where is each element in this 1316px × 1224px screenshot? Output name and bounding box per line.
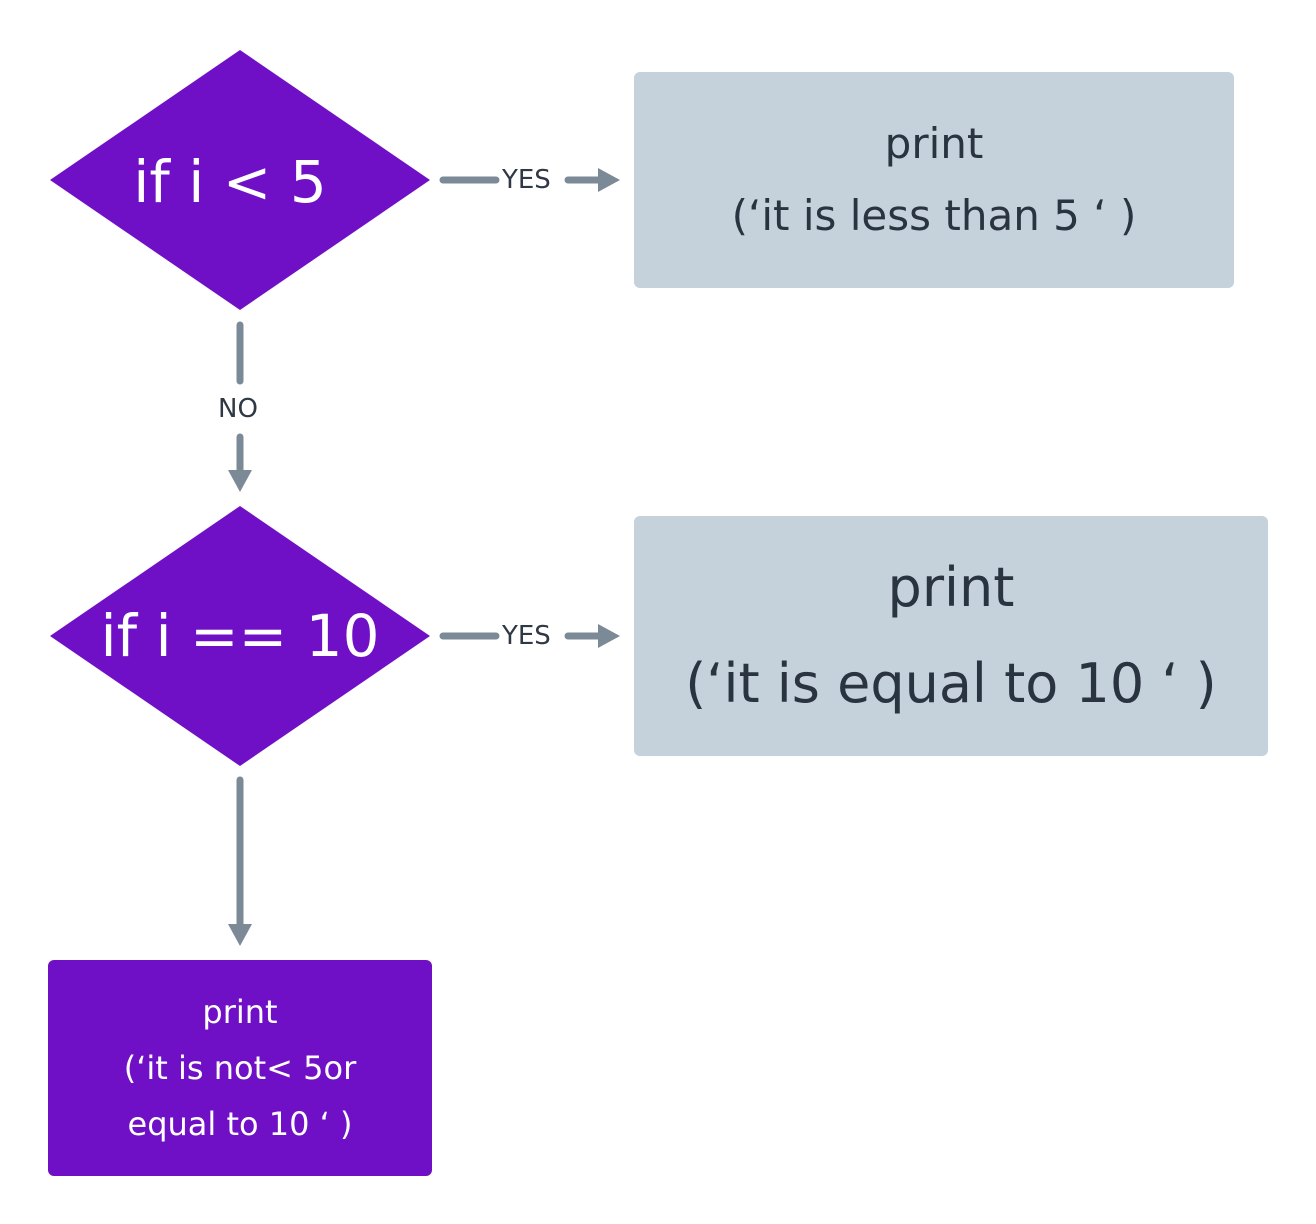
process-box-else: print (‘it is not< 5or equal to 10 ‘ ) xyxy=(48,960,432,1176)
process-box-3-line-1: print xyxy=(202,993,278,1031)
decision-2-label: if i == 10 xyxy=(100,602,380,670)
process-box-less-than-5: print (‘it is less than 5 ‘ ) xyxy=(634,72,1234,288)
decision-diamond-2 xyxy=(50,506,430,766)
else-arrowhead xyxy=(228,924,252,946)
no-label: NO xyxy=(216,394,260,424)
yes-label-2: YES xyxy=(500,621,553,651)
process-box-1-line-1: print xyxy=(884,119,984,168)
yes-arrowhead-1 xyxy=(598,168,620,192)
process-box-1-line-2: (‘it is less than 5 ‘ ) xyxy=(731,191,1137,240)
process-box-3-line-2: (‘it is not< 5or xyxy=(123,1049,357,1087)
process-box-equal-to-10: print (‘it is equal to 10 ‘ ) xyxy=(634,516,1268,756)
decision-diamond-1 xyxy=(50,50,430,310)
no-arrowhead xyxy=(228,470,252,492)
process-box-2-line-1: print xyxy=(887,556,1015,619)
yes-label-1: YES xyxy=(500,165,553,195)
decision-1-label: if i < 5 xyxy=(133,148,327,216)
process-box-2-line-2: (‘it is equal to 10 ‘ ) xyxy=(685,652,1217,715)
process-box-3-line-3: equal to 10 ‘ ) xyxy=(127,1105,353,1143)
yes-arrowhead-2 xyxy=(598,624,620,648)
